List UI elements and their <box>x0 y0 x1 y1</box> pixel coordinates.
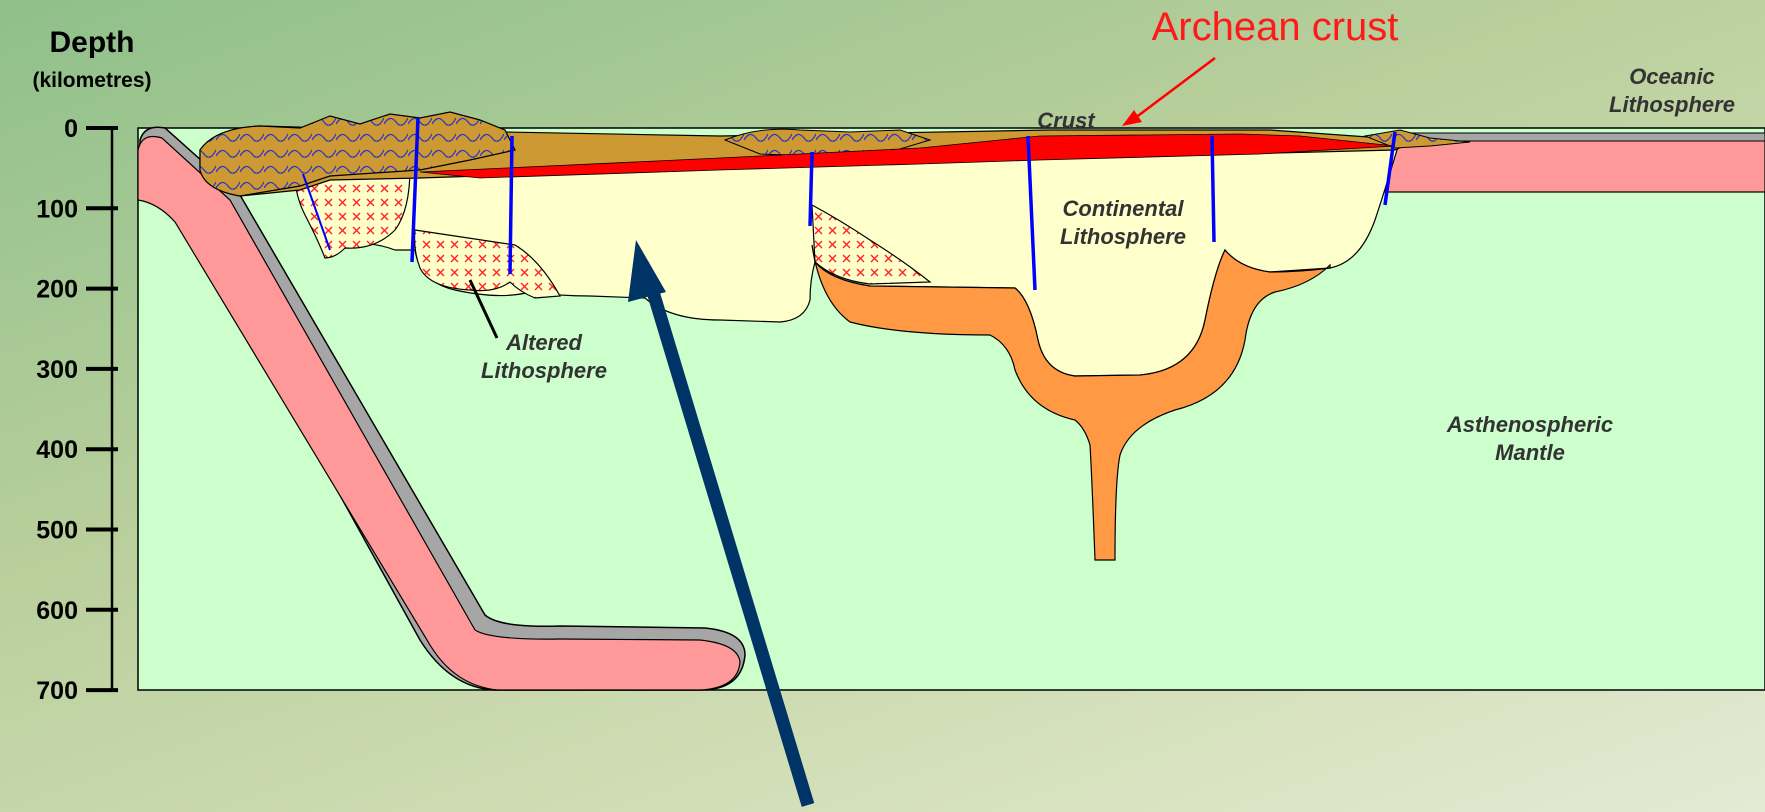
crust-label: Crust <box>1037 108 1096 133</box>
axis-title: Depth <box>50 26 135 59</box>
axis-tick-label: 400 <box>36 436 78 464</box>
callout-pointer-arrowhead <box>1122 110 1142 126</box>
fault-line-5 <box>1212 136 1214 242</box>
axis-tick-label: 0 <box>64 115 78 143</box>
axis-tick-label: 500 <box>36 517 78 545</box>
altered-lithosphere-label-2: Lithosphere <box>481 358 607 383</box>
asthenospheric-mantle-label-2: Mantle <box>1495 440 1565 465</box>
axis-unit: (kilometres) <box>32 69 151 92</box>
callout-pointer-line <box>1135 58 1215 118</box>
axis-tick-label: 700 <box>36 677 78 705</box>
oceanic-lithosphere-label-1: Oceanic <box>1629 64 1715 89</box>
continental-lithosphere-label-1: Continental <box>1063 196 1185 221</box>
axis-tick-label: 300 <box>36 356 78 384</box>
axis-tick-label: 200 <box>36 276 78 304</box>
fault-line-2 <box>510 136 512 274</box>
axis-tick-label: 100 <box>36 195 78 223</box>
continental-lithosphere-label-2: Lithosphere <box>1060 224 1186 249</box>
oceanic-lithosphere-label-2: Lithosphere <box>1609 92 1735 117</box>
depth-axis: 0 100 200 300 400 500 600 700 Depth (kilometres… <box>32 26 151 705</box>
oceanic-lithosphere-slab <box>1385 140 1765 192</box>
fault-line-3 <box>810 152 812 226</box>
archean-crust-callout: Archean crust <box>1152 5 1399 49</box>
asthenospheric-mantle-label-1: Asthenospheric <box>1446 412 1613 437</box>
altered-lithosphere-label-1: Altered <box>505 330 582 355</box>
axis-tick-label: 600 <box>36 597 78 625</box>
